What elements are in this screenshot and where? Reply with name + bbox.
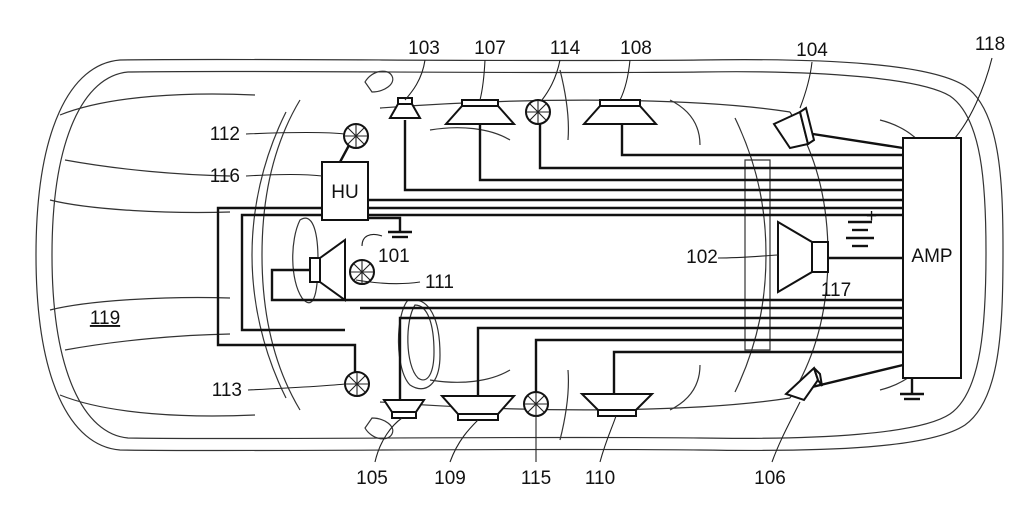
callout-119: 119 [90, 308, 120, 329]
callout-112: 112 [210, 124, 240, 145]
leader-lines [245, 57, 993, 463]
amplifier-label: AMP [911, 246, 952, 267]
head-unit: HU [321, 161, 369, 221]
callout-101: 101 [378, 246, 410, 267]
callout-104: 104 [796, 40, 828, 61]
callout-114: 114 [550, 38, 581, 59]
head-unit-label: HU [331, 182, 358, 203]
microphone-111 [349, 259, 375, 285]
callout-103: 103 [408, 38, 440, 59]
speaker-110 [579, 393, 655, 417]
speaker-104 [772, 106, 816, 150]
amplifier: AMP [902, 137, 962, 379]
callout-labels: 103 107 114 108 104 118 112 116 101 111 … [90, 34, 1005, 489]
callout-106: 106 [754, 468, 786, 489]
car-body [35, 58, 1004, 452]
callout-109: 109 [434, 468, 466, 489]
speaker-109 [439, 395, 517, 421]
callout-102: 102 [686, 247, 718, 268]
wiring-harness [216, 120, 924, 401]
battery-symbol: + [846, 206, 877, 248]
callout-105: 105 [356, 468, 388, 489]
callout-116: 116 [210, 166, 240, 187]
speaker-105 [382, 399, 426, 419]
battery-plus: + [866, 206, 877, 227]
callout-108: 108 [620, 38, 652, 59]
callout-115: 115 [521, 468, 551, 489]
callout-118: 118 [975, 34, 1005, 55]
callout-113: 113 [212, 380, 242, 401]
callout-107: 107 [474, 38, 506, 59]
callout-110: 110 [585, 468, 615, 489]
speaker-108 [581, 99, 659, 125]
microphone-113 [344, 371, 370, 397]
microphone-112 [343, 123, 369, 149]
speaker-103 [388, 97, 422, 119]
subwoofer-102 [777, 220, 829, 294]
microphone-115 [523, 391, 549, 417]
speaker-106 [784, 366, 823, 402]
microphone-114 [525, 99, 551, 125]
center-speaker-101 [309, 238, 346, 302]
callout-111: 111 [425, 272, 454, 293]
callout-117: 117 [821, 280, 851, 301]
